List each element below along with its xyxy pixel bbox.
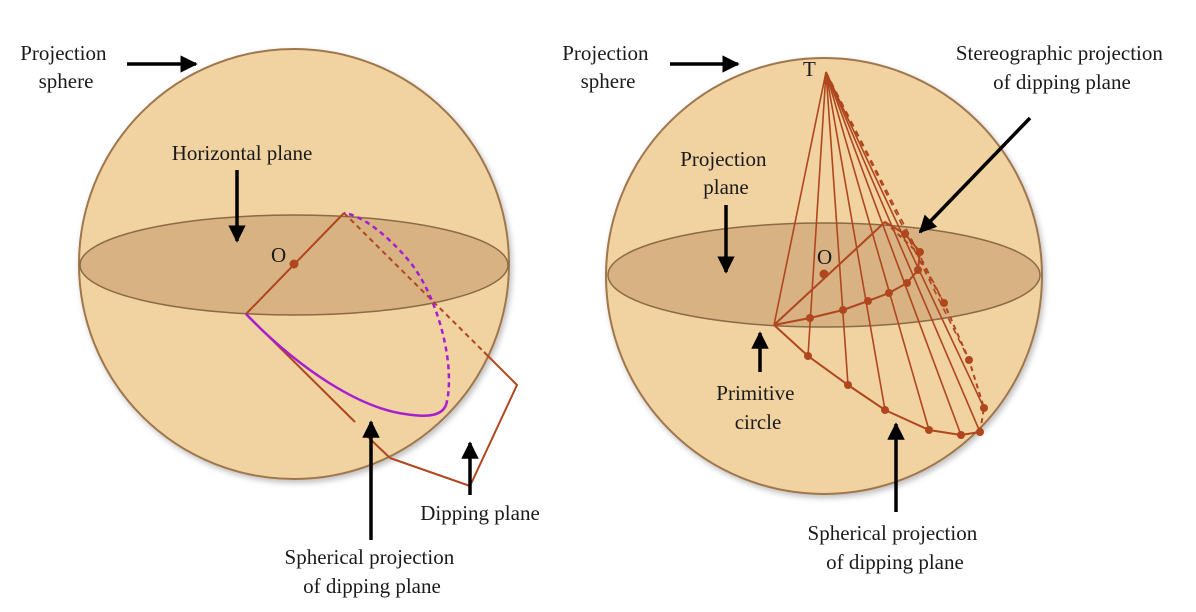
right-center-point [819, 269, 829, 279]
left-spherical-projection-curve-hidden [343, 211, 451, 406]
right-stereographic-arrow [918, 116, 1032, 234]
right-center-label: O [817, 245, 832, 269]
right-stereographic-label: Stereographic projection of dipping plan… [956, 41, 1168, 94]
right-spherical-points [804, 299, 988, 439]
right-projection-plane-label: Projection plane [680, 147, 772, 199]
right-figure: O T Projection sphere Stereographic proj… [562, 41, 1168, 574]
right-spherical-projection-curve-hidden [884, 221, 986, 433]
right-primitive-circle-label: Primitive circle [716, 381, 799, 434]
right-stereographic-points [806, 230, 924, 322]
right-projection-rays-hidden [825, 71, 970, 361]
left-spherical-projection-label: Spherical projection of dipping plane [285, 545, 460, 598]
left-horizontal-plane-label: Horizontal plane [172, 141, 313, 165]
right-projection-rays [773, 71, 985, 436]
right-spherical-projection-label: Spherical projection of dipping plane [808, 521, 983, 574]
left-dipping-plane-outline-hidden [343, 212, 485, 353]
left-center-label: O [271, 243, 286, 267]
right-top-point-label: T [803, 57, 816, 81]
right-sphere-label: Projection sphere [562, 41, 654, 93]
left-spherical-projection-curve [245, 313, 448, 417]
left-dipping-plane-label: Dipping plane [420, 501, 540, 525]
left-sphere-label: Projection sphere [20, 41, 112, 93]
left-figure: O Projection sphere Horizontal plane Sph… [20, 41, 540, 598]
left-center-point [289, 259, 299, 269]
